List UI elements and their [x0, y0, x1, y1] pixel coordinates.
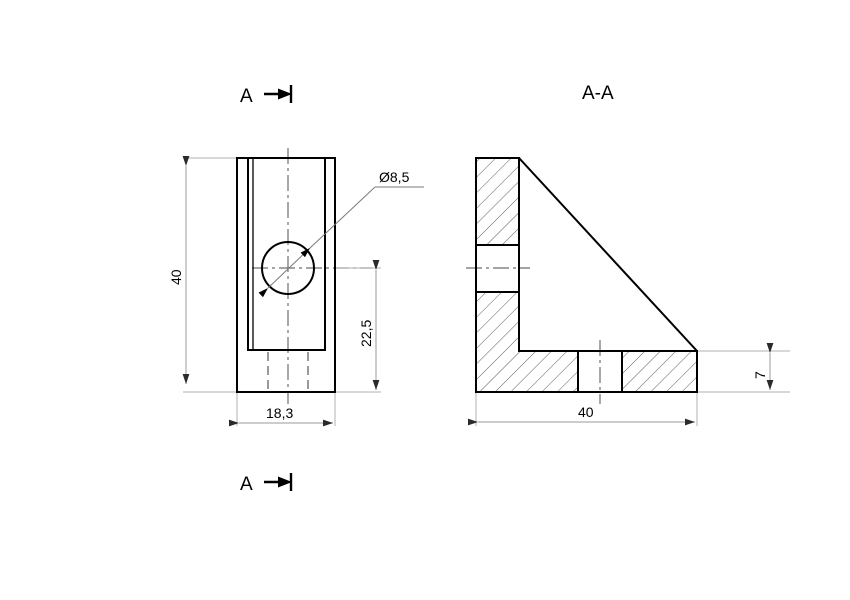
front-view-hole-height-dimension: 22,5 — [336, 260, 381, 393]
section-hatch-base-left — [476, 351, 578, 392]
section-view-width-label: 40 — [578, 404, 594, 420]
hole-diameter-label: Ø8,5 — [379, 169, 410, 185]
section-view: 40 7 — [466, 157, 790, 426]
section-view-title: A-A — [582, 83, 614, 104]
section-view-inner-corner — [518, 157, 698, 352]
section-view-width-dimension: 40 — [468, 393, 698, 426]
hole-diameter-callout: Ø8,5 — [258, 169, 424, 298]
front-view-height-dimension: 40 — [168, 156, 236, 393]
front-view-width-dimension: 18,3 — [229, 393, 336, 427]
section-view-thickness-label: 7 — [752, 371, 768, 379]
section-hatch-leg-upper — [476, 158, 519, 245]
section-view-outline — [475, 157, 698, 393]
front-view-pocket-outline — [247, 158, 326, 351]
front-view-height-label: 40 — [168, 269, 184, 285]
section-view-thickness-dimension: 7 — [698, 343, 790, 393]
front-view-width-label: 18,3 — [266, 405, 293, 421]
section-hatch-base-right — [622, 351, 697, 392]
front-view-outline — [236, 157, 336, 393]
front-view: Ø8,5 40 18,3 22,5 — [168, 148, 424, 427]
section-arrow-bottom-head — [278, 476, 292, 488]
section-hatch-leg-lower — [476, 292, 519, 351]
section-marker-bottom: A — [240, 473, 293, 495]
section-marker-bottom-letter: A — [240, 474, 253, 495]
section-arrow-top-head — [278, 88, 292, 100]
section-marker-top: A — [240, 85, 293, 107]
front-view-hole-height-label: 22,5 — [358, 320, 374, 347]
section-marker-top-letter: A — [240, 86, 253, 107]
